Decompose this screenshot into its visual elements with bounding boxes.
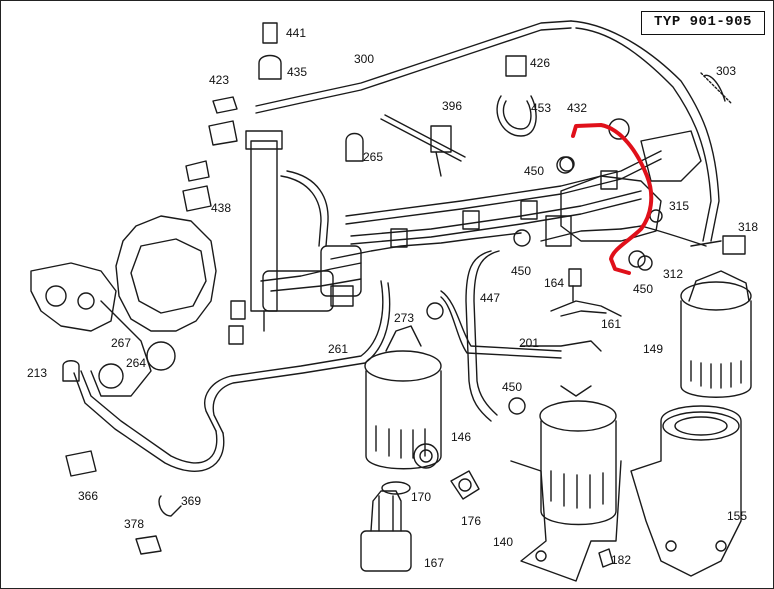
part-label-265: 265 <box>363 150 384 164</box>
fuel-filter-140 <box>510 385 622 582</box>
part-label-267: 267 <box>111 336 132 350</box>
part-label-432: 432 <box>567 101 588 115</box>
part-label-423: 423 <box>209 73 230 87</box>
part-label-303: 303 <box>716 64 737 78</box>
part-label-426: 426 <box>530 56 551 70</box>
part-label-264: 264 <box>126 356 147 370</box>
fuel-filter-149 <box>680 270 752 398</box>
sensor-176 <box>450 470 480 500</box>
highlighted-fuel-line <box>571 123 654 275</box>
small-fittings-right <box>520 72 746 352</box>
clips-bottom-left <box>62 360 614 568</box>
upper-fuel-line-300 <box>255 20 720 242</box>
part-label-261: 261 <box>328 342 349 356</box>
part-label-396: 396 <box>442 99 463 113</box>
fuel-filter-146 <box>364 325 442 470</box>
part-label-273: 273 <box>394 311 415 325</box>
clip-parts-left <box>182 22 364 212</box>
part-label-149: 149 <box>643 342 664 356</box>
seal-ring-170 <box>381 481 411 495</box>
part-label-450-d: 450 <box>502 380 523 394</box>
part-label-155: 155 <box>727 509 748 523</box>
part-label-170: 170 <box>411 490 432 504</box>
part-label-435: 435 <box>287 65 308 79</box>
part-label-441: 441 <box>286 26 307 40</box>
injection-line-rail <box>345 150 662 248</box>
return-line-261 <box>73 170 391 472</box>
part-label-378: 378 <box>124 517 145 531</box>
bracket-155 <box>630 405 742 577</box>
part-label-146: 146 <box>451 430 472 444</box>
sender-unit-167 <box>360 490 412 572</box>
part-label-315: 315 <box>669 199 690 213</box>
part-label-182: 182 <box>611 553 632 567</box>
part-label-300: 300 <box>354 52 375 66</box>
part-label-453: 453 <box>531 101 552 115</box>
part-label-450-c: 450 <box>633 282 654 296</box>
part-label-369: 369 <box>181 494 202 508</box>
part-label-201: 201 <box>519 336 540 350</box>
part-label-164: 164 <box>544 276 565 290</box>
part-label-140: 140 <box>493 535 514 549</box>
fuel-filter-lines <box>260 225 707 422</box>
bracket-396 <box>380 114 466 177</box>
part-label-312: 312 <box>663 267 684 281</box>
part-label-447: 447 <box>480 291 501 305</box>
part-label-450-b: 450 <box>511 264 532 278</box>
vehicle-type-box: TYP 901-905 <box>641 11 765 35</box>
part-label-366: 366 <box>78 489 99 503</box>
part-label-161: 161 <box>601 317 622 331</box>
part-label-176: 176 <box>461 514 482 528</box>
part-label-318: 318 <box>738 220 759 234</box>
hose-clamps <box>426 156 653 415</box>
part-label-438: 438 <box>211 201 232 215</box>
part-label-167: 167 <box>424 556 445 570</box>
part-label-450-a: 450 <box>524 164 545 178</box>
part-label-213: 213 <box>27 366 48 380</box>
vertical-fuel-pipe <box>245 130 362 332</box>
injection-pump <box>30 215 246 397</box>
